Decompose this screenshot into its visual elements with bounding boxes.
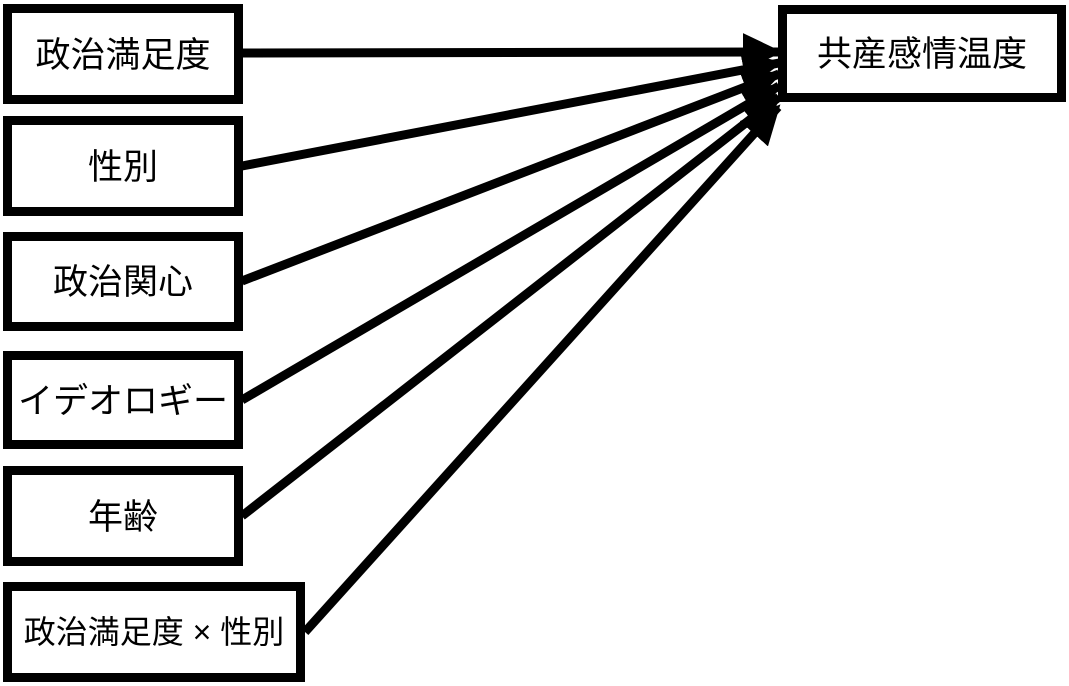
arrow-ideology (239, 82, 783, 404)
node-age-label: 年齢 (87, 497, 158, 537)
node-satisfaction-x-gender-label: 政治満足度 × 性別 (23, 614, 285, 650)
node-communist-feeling-thermometer: 共産感情温度 (778, 5, 1066, 102)
node-communist-feeling-thermometer-label: 共産感情温度 (816, 35, 1027, 74)
node-ideology: イデオロギー (3, 351, 243, 449)
node-gender: 性別 (3, 116, 243, 216)
arrow-interest (240, 69, 783, 286)
node-age: 年齢 (3, 466, 243, 566)
arrow-satisfaction (241, 33, 783, 71)
node-political-satisfaction: 政治満足度 (3, 4, 243, 104)
node-political-interest: 政治関心 (3, 232, 243, 331)
node-satisfaction-x-gender: 政治満足度 × 性別 (3, 582, 305, 682)
node-political-satisfaction-label: 政治満足度 (35, 35, 211, 75)
arrow-interaction (301, 103, 782, 636)
node-gender-label: 性別 (87, 147, 158, 187)
arrow-age (239, 93, 782, 520)
node-political-interest-label: 政治関心 (52, 263, 193, 302)
node-ideology-label: イデオロギー (17, 381, 228, 421)
arrow-gender (241, 51, 783, 171)
